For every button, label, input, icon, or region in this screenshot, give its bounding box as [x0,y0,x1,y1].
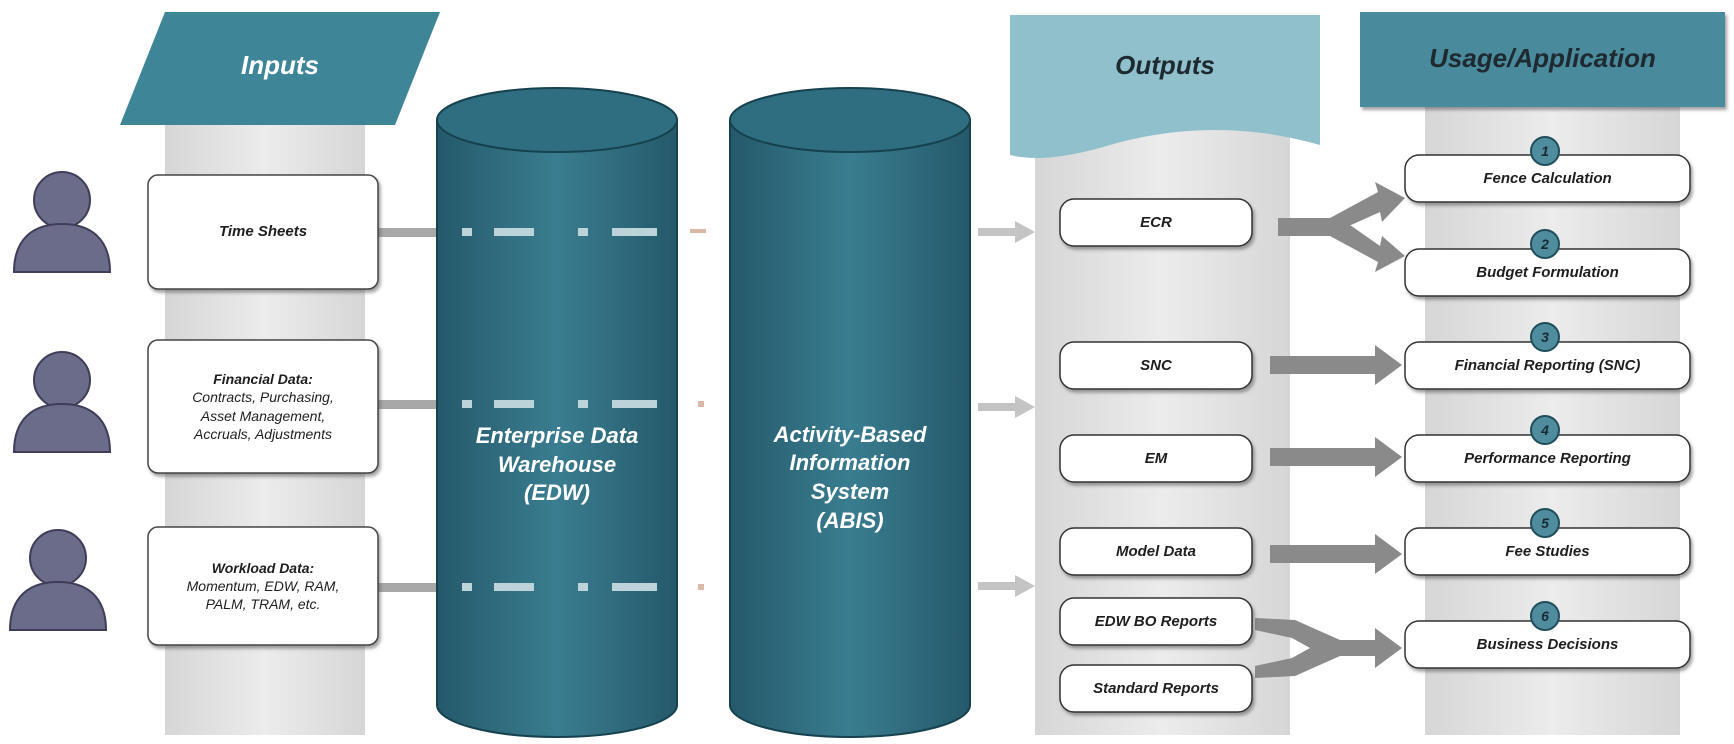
output-label-model-data: Model Data [1115,542,1196,560]
usage-label-2: Budget Formulation [1476,263,1619,281]
database-cylinder-edw [436,87,678,738]
badge-number-6: 6 [1541,608,1549,624]
badge-number-2: 2 [1541,236,1549,252]
input-box-workload-data [147,526,379,646]
inputs-header-shape [120,12,440,125]
arrow-input-1 [378,228,436,237]
output-box-ecr [1059,198,1253,247]
arrows-output-usage [1255,182,1405,678]
output-label-ecr: ECR [1140,213,1172,231]
output-box-model-data [1059,527,1253,576]
number-badges [1530,136,1560,631]
abis-label: Activity-Based Information System (ABIS) [773,421,927,533]
output-label-em: EM [1144,449,1168,467]
input-text-time-sheets: Time Sheets [218,223,308,241]
output-box-standard-reports [1059,664,1253,713]
inputs-header: Inputs [241,49,319,80]
badge-number-5: 5 [1541,515,1549,531]
usage-label-3: Financial Reporting (SNC) [1454,356,1641,374]
badge-number-3: 3 [1541,329,1549,345]
outputs-header: Outputs [1115,49,1215,80]
flow-dashes [462,228,706,591]
output-box-snc [1059,341,1253,390]
input-box-financial-data [147,339,379,474]
person-icon [12,351,112,453]
usage-label-5: Fee Studies [1505,542,1590,560]
output-box-edw-bo-reports [1059,597,1253,646]
input-box-time-sheets [147,174,379,290]
usage-header: Usage/Application [1429,42,1656,73]
output-label-edw-bo-reports: EDW BO Reports [1094,612,1218,630]
arrow-input-2 [378,400,436,409]
person-icon [12,171,112,273]
database-cylinder-abis [729,87,971,738]
usage-header-shape [1360,12,1725,107]
output-box-em [1059,434,1253,483]
badge-number-4: 4 [1541,422,1549,438]
person-icon [8,529,108,631]
output-label-standard-reports: Standard Reports [1093,679,1219,697]
input-text-workload-data: Workload Data: Momentum, EDW, RAM, PALM,… [186,559,340,613]
outputs-header-shape [1010,15,1320,158]
arrow-input-3 [378,583,436,592]
badge-number-1: 1 [1541,143,1549,159]
usage-label-1: Fence Calculation [1483,169,1612,187]
output-label-snc: SNC [1140,356,1172,374]
usage-label-4: Performance Reporting [1464,449,1631,467]
input-text-financial-data: Financial Data: Contracts, Purchasing, A… [192,371,334,442]
edw-label: Enterprise Data Warehouse (EDW) [475,423,639,506]
arrow-abis-outputs [978,221,1035,597]
usage-label-6: Business Decisions [1476,635,1619,653]
